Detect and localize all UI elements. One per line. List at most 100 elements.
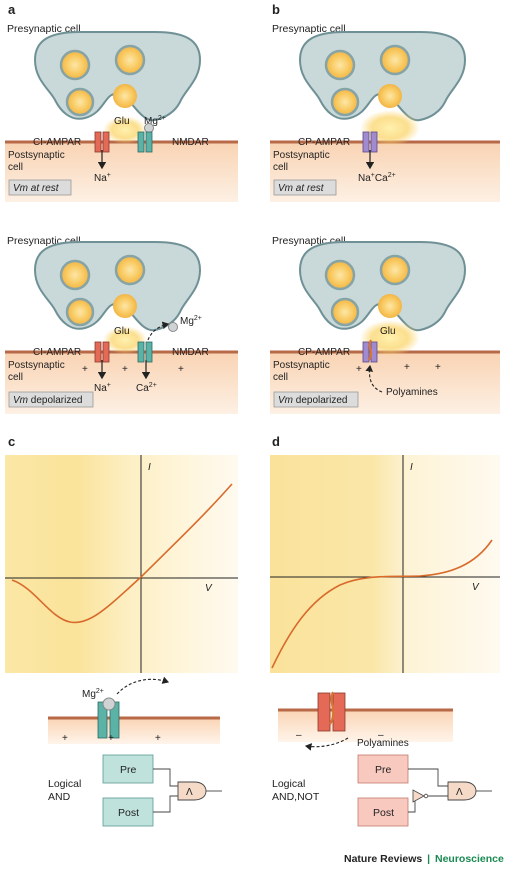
panel-letter-d: d: [272, 434, 280, 449]
post-label: Post: [373, 807, 394, 819]
mg-expulsion-arrow: [147, 321, 170, 341]
vm-state-label: Vm at rest: [278, 183, 325, 194]
iv-plot-background: [270, 455, 500, 673]
postsynaptic-label: Postsynaptic: [8, 360, 65, 371]
logic-type: AND: [48, 791, 71, 803]
polyamine-block: [368, 339, 373, 361]
presynaptic-terminal: [298, 240, 467, 332]
plus-sign: +: [435, 362, 441, 373]
pre-box: [102, 754, 154, 784]
vm-state-label: Vm depolarized: [278, 395, 347, 406]
panel-b-top: b Presynaptic cell CP-AMPAR Postsynaptic…: [270, 2, 500, 202]
panel-a-bottom: Presynaptic cell Glu Mg2+ CI-AMPAR NMDAR…: [5, 235, 238, 414]
nmdar-receptor: [137, 341, 153, 363]
cell-label: cell: [8, 372, 23, 383]
mg-expulsion-arrow: [116, 676, 170, 695]
plus-sign: +: [122, 364, 128, 375]
mg-ion: [102, 697, 116, 711]
postsynaptic-label: Postsynaptic: [273, 150, 330, 161]
cp-ampar-label: CP-AMPAR: [298, 137, 350, 148]
polyamines-label: Polyamines: [386, 387, 438, 398]
journal-footer: Nature Reviews | Neuroscience: [344, 853, 504, 865]
i-axis-label: I: [410, 462, 413, 473]
mg-ion: [168, 322, 178, 332]
not-gate-bubble: [423, 793, 429, 799]
vm-state-box: [8, 179, 72, 196]
minus-sign: –: [296, 730, 302, 741]
cell-label: cell: [273, 372, 288, 383]
vm-state-box: [273, 391, 359, 408]
cp-ampar-iv-curve: [271, 539, 493, 669]
journal-separator: |: [427, 853, 430, 865]
ca-label: Ca2+: [136, 382, 157, 394]
plus-sign: +: [404, 362, 410, 373]
panel-a-top: a Presynaptic cell Glu Mg2+ CI-AMPAR NMD…: [5, 2, 238, 202]
cp-ampar-receptor: [317, 691, 346, 732]
presynaptic-label: Presynaptic cell: [7, 23, 81, 35]
fusing-vesicle: [113, 84, 137, 108]
v-axis-label: V: [205, 583, 213, 594]
vm-state-label: Vm at rest: [13, 183, 60, 194]
logic-wires: [408, 768, 448, 813]
journal-name: Nature Reviews: [344, 853, 422, 865]
ci-ampar-receptor: [94, 341, 110, 363]
glutamate-release-glow: [103, 116, 147, 144]
postsynaptic-cell: [278, 710, 453, 742]
plus-sign: +: [108, 733, 114, 744]
polyamine-arrow: [365, 364, 383, 393]
v-axis-label: V: [472, 582, 480, 593]
fusing-vesicle: [378, 84, 402, 108]
polyamines-label: Polyamines: [357, 738, 409, 749]
presynaptic-label: Presynaptic cell: [272, 23, 346, 35]
glu-label: Glu: [114, 116, 130, 127]
presynaptic-terminal: [33, 240, 202, 332]
ci-ampar-label: CI-AMPAR: [33, 347, 81, 358]
vm-state-label: Vm depolarized: [13, 395, 82, 406]
presynaptic-terminal: [33, 30, 202, 122]
nmdar-iv-curve: [11, 483, 233, 624]
not-gate: [412, 789, 425, 803]
cp-ampar-receptor: [362, 131, 378, 153]
glu-label: Glu: [380, 326, 396, 337]
pre-label: Pre: [120, 764, 137, 776]
postsynaptic-cell: [48, 718, 220, 744]
vm-state-box: [273, 179, 337, 196]
ci-ampar-label: CI-AMPAR: [33, 137, 81, 148]
logic-label: Logical: [48, 778, 81, 790]
journal-credit: Nature Reviews | Neuroscience: [344, 853, 504, 865]
logic-label: Logical: [272, 778, 305, 790]
and-gate-symbol: Λ: [186, 787, 193, 798]
polyamine-block: [329, 691, 335, 725]
na-ca-label: Na+Ca2+: [358, 172, 396, 184]
na-label: Na+: [94, 172, 111, 184]
post-box: [102, 797, 154, 827]
plus-sign: +: [62, 733, 68, 744]
mg-ion: [144, 123, 154, 133]
panel-b-bottom: Presynaptic cell Glu CP-AMPAR Postsynapt…: [270, 235, 500, 414]
cp-ampar-receptor: [362, 339, 378, 363]
post-box: [357, 797, 409, 827]
plus-sign: +: [178, 364, 184, 375]
iv-plot-background: [5, 455, 238, 673]
panel-c: c I V Mg2+ + + + Logical AND Pre Post Λ: [5, 434, 238, 827]
fusing-vesicle: [378, 294, 402, 318]
plus-sign: +: [82, 364, 88, 375]
na-label: Na+: [94, 382, 111, 394]
mg-label: Mg2+: [144, 115, 166, 127]
cell-label: cell: [273, 162, 288, 173]
plus-sign: +: [356, 364, 362, 375]
panel-letter-b: b: [272, 2, 280, 17]
logic-type: AND,NOT: [272, 791, 320, 803]
and-gate-symbol: Λ: [456, 787, 463, 798]
cell-label: cell: [8, 162, 23, 173]
plus-sign: +: [155, 733, 161, 744]
cp-ampar-label: CP-AMPAR: [298, 347, 350, 358]
fusing-vesicle: [113, 294, 137, 318]
vm-state-box: [8, 391, 94, 408]
presynaptic-terminal: [298, 30, 467, 122]
glutamate-release-glow: [103, 326, 147, 354]
panel-d: d I V – – Polyamines Logical AND,NOT Pre…: [270, 434, 500, 827]
post-label: Post: [118, 807, 139, 819]
mg-label: Mg2+: [82, 688, 104, 700]
